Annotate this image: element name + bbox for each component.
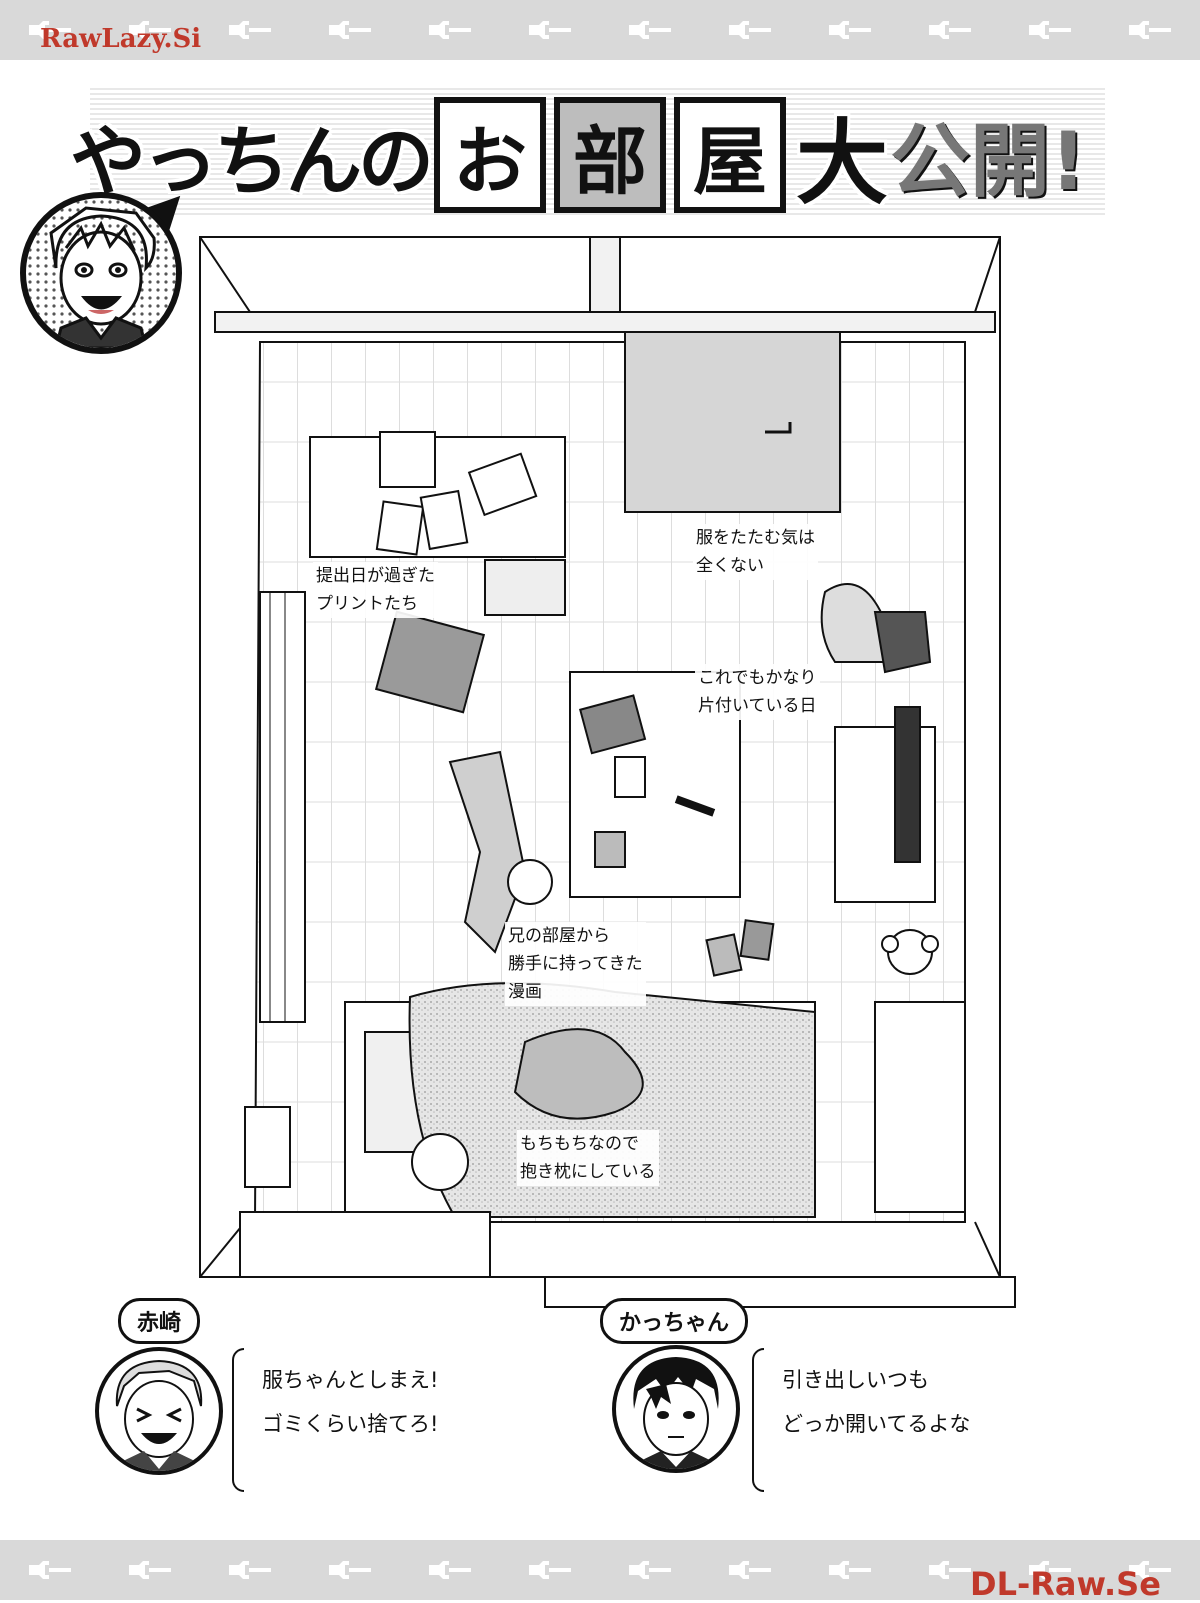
watermark-top: RawLazy.Si xyxy=(40,24,202,54)
callout-clothes: 服をたたむ気は 全くない xyxy=(693,524,818,580)
room-illustration: 服をたたむ気は 全くない 提出日が過ぎた プリントたち これでもかなり 片付いて… xyxy=(195,232,1025,1312)
akasaki-avatar xyxy=(95,1347,223,1475)
yacchin-face-illustration xyxy=(26,198,176,348)
wrench-icon xyxy=(629,21,671,39)
wrench-icon xyxy=(229,21,271,39)
watermark-bottom: DL-Raw.Se xyxy=(970,1565,1161,1603)
wrench-icon xyxy=(529,1561,571,1579)
wrench-icon xyxy=(129,1561,171,1579)
wrench-icon xyxy=(929,21,971,39)
wrench-icon xyxy=(729,21,771,39)
name-tag-akasaki: 赤崎 xyxy=(118,1298,201,1344)
wrench-icon xyxy=(229,1561,271,1579)
title-box-1: お xyxy=(434,97,546,213)
comment-brace xyxy=(752,1348,764,1492)
comment-brace xyxy=(232,1348,244,1492)
wrench-icon xyxy=(329,1561,371,1579)
callout-tidy: これでもかなり 片付いている日 xyxy=(695,664,820,720)
yacchin-avatar xyxy=(20,192,182,354)
wrench-icon xyxy=(729,1561,771,1579)
akasaki-face-illustration xyxy=(115,1359,203,1471)
wrench-icon xyxy=(1029,21,1071,39)
callout-prints: 提出日が過ぎた プリントたち xyxy=(313,562,438,618)
wrench-icon xyxy=(829,1561,871,1579)
title-plain: やっちんの xyxy=(70,117,434,206)
kacchan-face-illustration xyxy=(633,1357,719,1469)
wrench-icon xyxy=(29,21,71,39)
wrench-icon xyxy=(1129,1561,1171,1579)
wrench-icon xyxy=(1129,21,1171,39)
callout-manga: 兄の部屋から 勝手に持ってきた 漫画 xyxy=(505,922,646,1006)
top-wrench-border xyxy=(0,0,1200,60)
title-rest: 公開! xyxy=(890,115,1087,208)
wrench-icon xyxy=(929,1561,971,1579)
wrench-icon xyxy=(429,1561,471,1579)
kacchan-avatar xyxy=(612,1345,740,1473)
wrench-icon xyxy=(129,21,171,39)
bottom-wrench-border xyxy=(0,1540,1200,1600)
akasaki-comment: 服ちゃんとしまえ! ゴミくらい捨てろ! xyxy=(262,1368,439,1436)
page-title: やっちんの お 部 屋 大 公開! xyxy=(70,95,1100,217)
wrench-icon xyxy=(529,21,571,39)
title-big: 大 xyxy=(796,109,888,217)
title-box-3: 屋 xyxy=(674,97,786,213)
wrench-icon xyxy=(1029,1561,1071,1579)
callout-pillow: もちもちなので 抱き枕にしている xyxy=(517,1130,659,1186)
wrench-icon xyxy=(29,1561,71,1579)
title-box-2: 部 xyxy=(554,97,666,213)
wrench-icon xyxy=(329,21,371,39)
wrench-icon xyxy=(629,1561,671,1579)
wrench-icon xyxy=(429,21,471,39)
name-tag-kacchan: かっちゃん xyxy=(600,1298,749,1344)
kacchan-comment: 引き出しいつも どっか開いてるよな xyxy=(782,1368,971,1436)
wrench-icon xyxy=(829,21,871,39)
